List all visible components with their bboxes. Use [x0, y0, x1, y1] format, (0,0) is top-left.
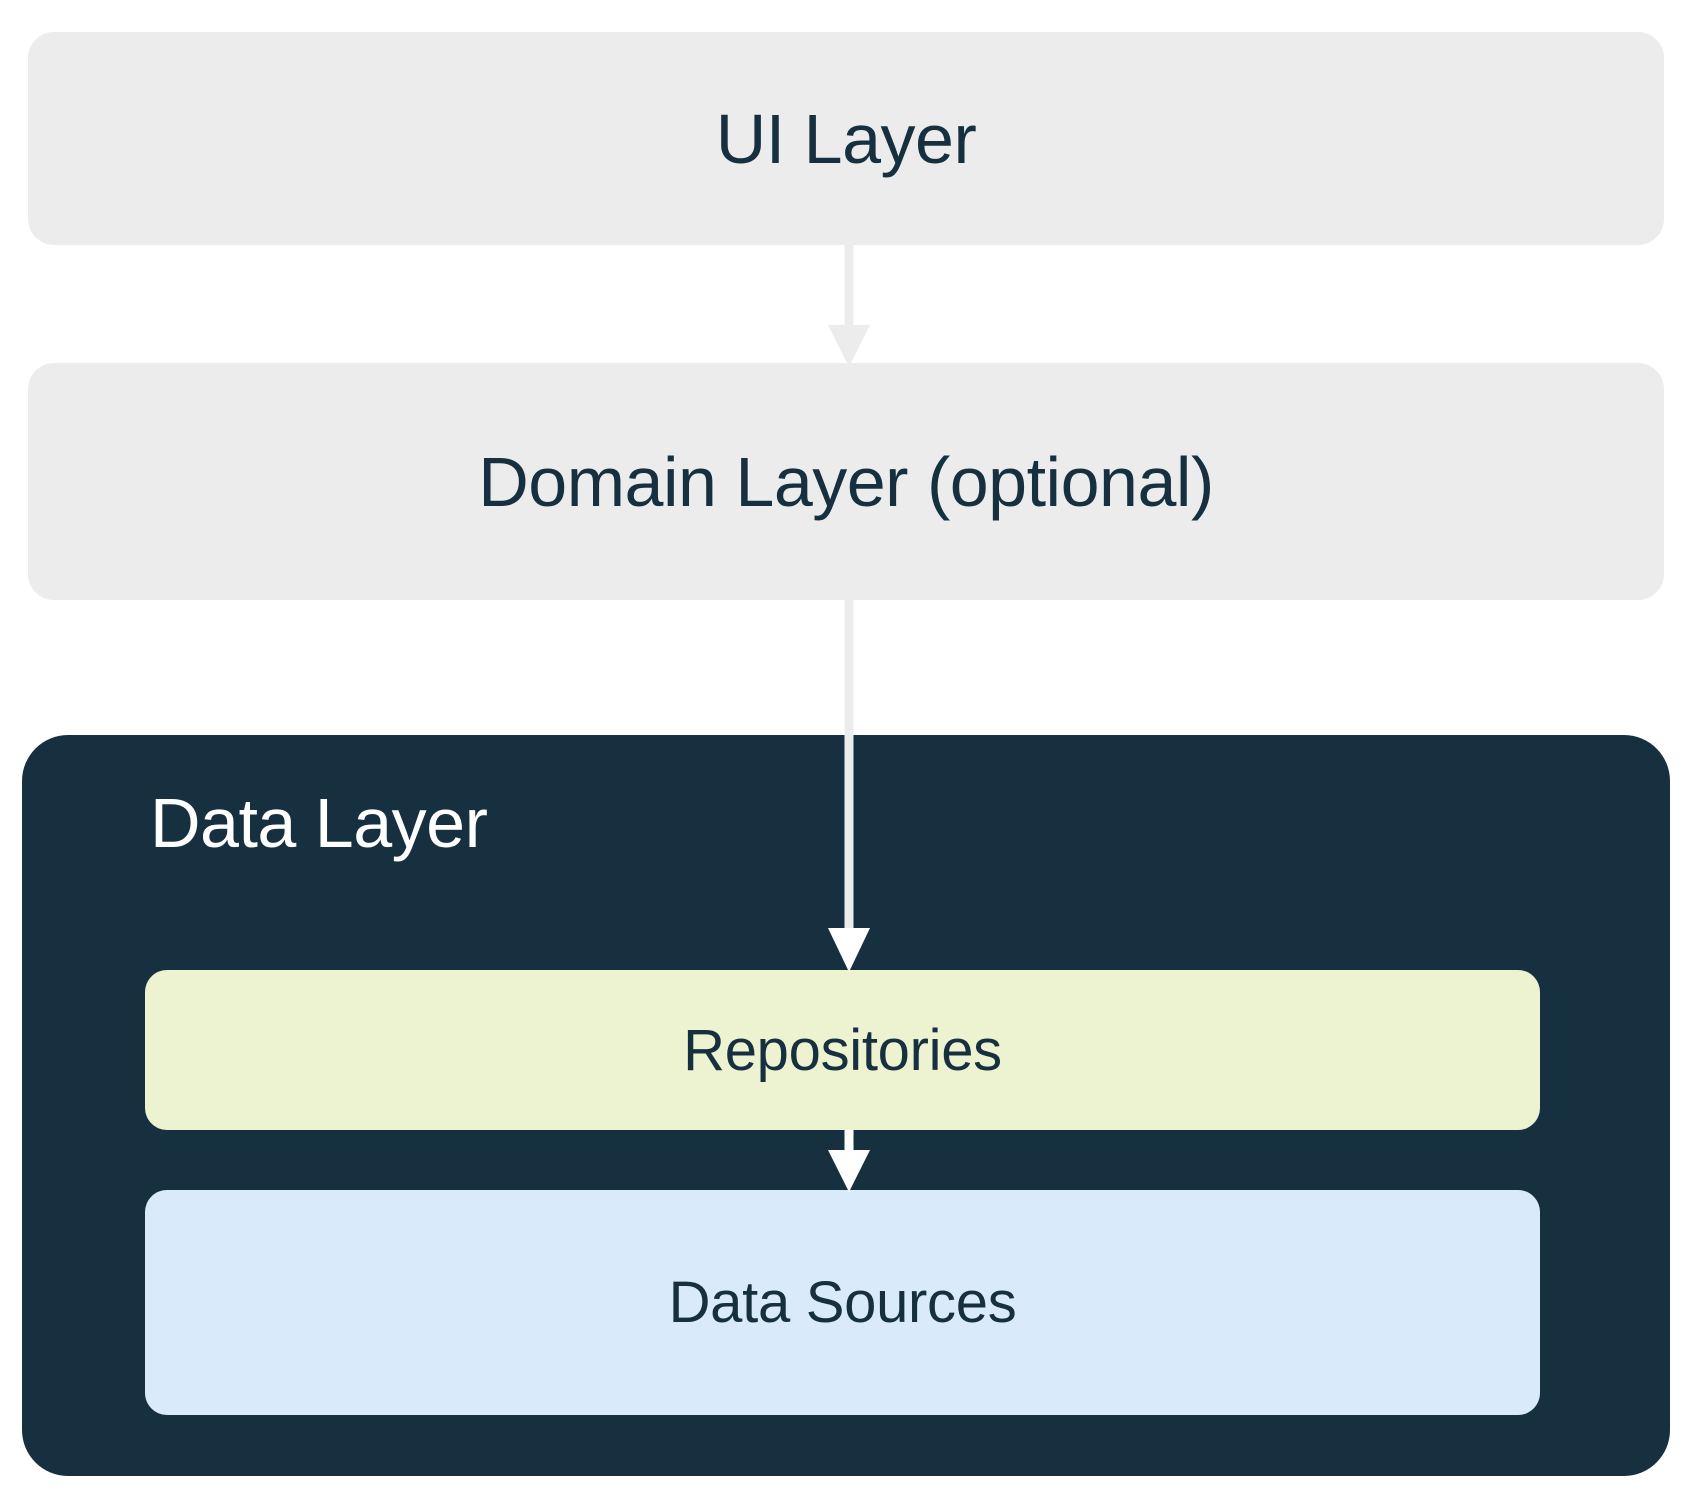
- arrow-ui-to-domain-icon: [828, 245, 870, 367]
- repositories-box: Repositories: [145, 970, 1540, 1130]
- data-layer-label: Data Layer: [150, 784, 488, 862]
- arrow-domain-to-repositories-icon: [828, 600, 870, 972]
- arrow-shaft: [844, 245, 854, 327]
- domain-layer-label: Domain Layer (optional): [478, 442, 1214, 521]
- data-sources-box: Data Sources: [145, 1190, 1540, 1415]
- arrow-head: [828, 1150, 870, 1192]
- data-sources-label: Data Sources: [668, 1270, 1017, 1335]
- arrow-head: [828, 325, 870, 367]
- domain-layer-box: Domain Layer (optional): [28, 363, 1664, 600]
- ui-layer-box: UI Layer: [28, 32, 1664, 245]
- arrow-repositories-to-data-sources-icon: [828, 1130, 870, 1192]
- arrow-shaft: [844, 1130, 854, 1152]
- arrow-shaft: [844, 600, 854, 930]
- ui-layer-label: UI Layer: [715, 99, 977, 178]
- arrow-head: [828, 928, 870, 972]
- repositories-label: Repositories: [683, 1017, 1002, 1083]
